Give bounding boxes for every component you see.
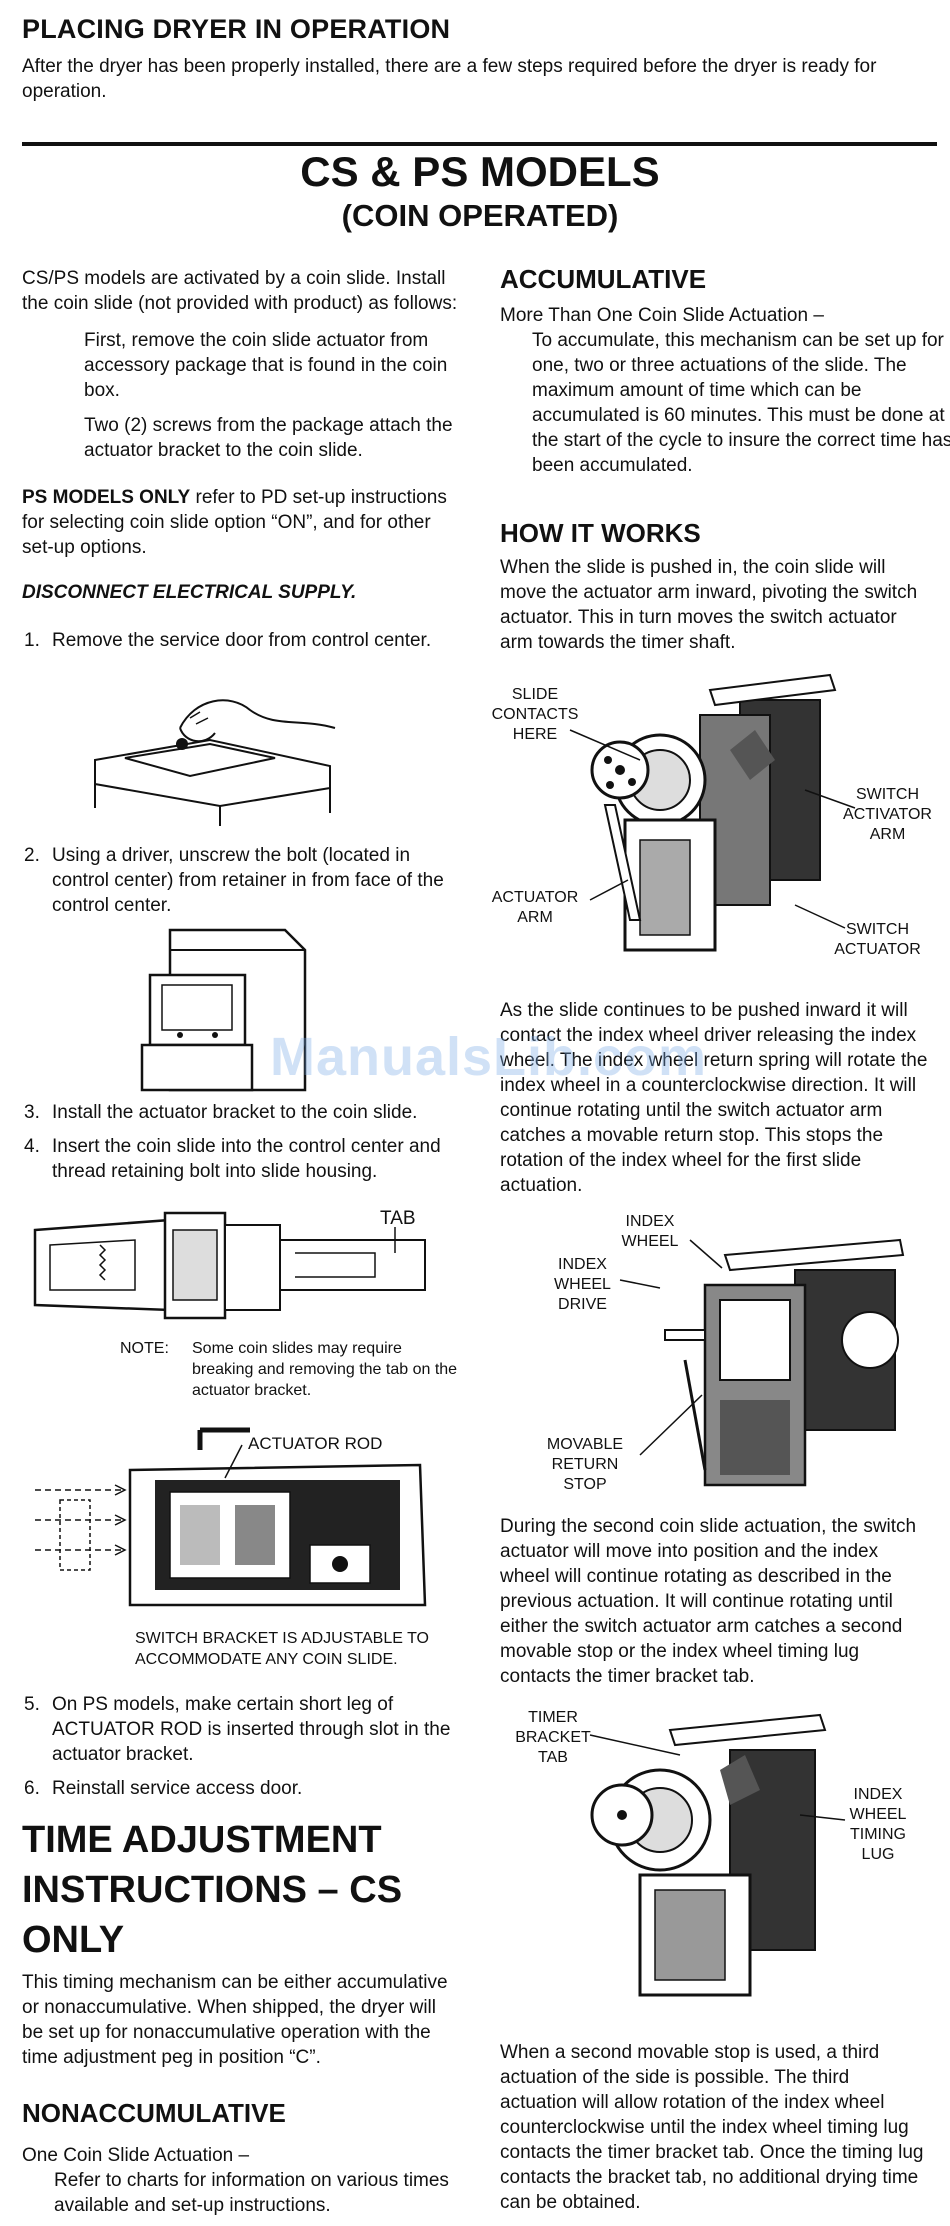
switch-activator-arm-label: SWITCH ACTIVATOR ARM <box>843 786 932 843</box>
step-4: 4. Insert the coin slide into the control… <box>22 1134 462 1184</box>
timer-mechanism-figure-1 <box>590 673 837 952</box>
step-number: 2. <box>24 845 40 866</box>
note-text: Some coin slides may require breaking an… <box>192 1340 458 1399</box>
page-heading: PLACING DRYER IN OPERATION <box>22 14 451 44</box>
steps-3: 3. Install the actuator bracket to the co… <box>22 1100 462 1184</box>
step-text: Install the actuator bracket to the coin… <box>52 1102 418 1123</box>
ps-models-rest: refer to PD set-up instructions for sele… <box>22 487 447 558</box>
nonaccumulative-title: NONACCUMULATIVE <box>22 2098 286 2128</box>
switch-bracket-label: SWITCH BRACKET IS ADJUSTABLE TO ACCOMMOD… <box>135 1630 429 1668</box>
note-label: NOTE: <box>120 1340 169 1357</box>
accumulative-text: To accumulate, this mechanism can be set… <box>532 330 950 476</box>
step-number: 6. <box>24 1778 40 1799</box>
timer-mechanism-figure-3 <box>590 1713 827 1997</box>
time-adjustment-text: This timing mechanism can be either accu… <box>22 1972 448 2068</box>
step-3: 3. Install the actuator bracket to the co… <box>22 1100 462 1125</box>
control-center-figure <box>140 928 307 1092</box>
ps-models-note: PS MODELS ONLY refer to PD set-up instru… <box>22 485 462 560</box>
timer-bracket-tab-label: TIMER BRACKET TAB <box>515 1709 591 1766</box>
section-title: CS & PS MODELS <box>300 148 660 195</box>
accumulative-subtitle: More Than One Coin Slide Actuation – <box>500 305 824 326</box>
step-text: On PS models, make certain short leg of … <box>52 1694 451 1765</box>
ps-models-bold: PS MODELS ONLY <box>22 487 191 508</box>
timer-mechanism-figure-2 <box>664 1238 905 1487</box>
step-number: 1. <box>24 630 40 651</box>
how-it-works-title: HOW IT WORKS <box>500 518 701 548</box>
step-6: 6. Reinstall service access door. <box>22 1776 462 1801</box>
accumulative-title: ACCUMULATIVE <box>500 264 707 294</box>
step-text: Insert the coin slide into the control c… <box>52 1136 441 1182</box>
time-adjustment-title: TIME ADJUSTMENT INSTRUCTIONS – CS ONLY <box>22 1819 403 1961</box>
tab-label: TAB <box>380 1208 416 1229</box>
coin-slide-intro: CS/PS models are activated by a coin sli… <box>22 268 458 314</box>
movable-return-stop-label: MOVABLE RETURN STOP <box>546 1436 624 1493</box>
steps-2: 2. Using a driver, unscrew the bolt (loca… <box>22 843 462 918</box>
nonaccumulative-text: Refer to charts for information on vario… <box>54 2170 449 2216</box>
watermark: ManualsLib.com <box>270 1027 708 1087</box>
remove-actuator-text: First, remove the coin slide actuator fr… <box>84 330 448 401</box>
step-number: 5. <box>24 1694 40 1715</box>
switch-actuator-label: SWITCH ACTUATOR <box>834 921 921 958</box>
step-number: 4. <box>24 1136 40 1157</box>
service-door-figure <box>94 699 336 826</box>
actuator-rod-label: ACTUATOR ROD <box>248 1434 383 1453</box>
steps-1: 1. Remove the service door from control c… <box>22 628 462 653</box>
step-number: 3. <box>24 1102 40 1123</box>
third-actuation-text: When a second movable stop is used, a th… <box>500 2042 924 2213</box>
how-it-works-text: When the slide is pushed in, the coin sl… <box>500 557 918 653</box>
second-actuation-text: During the second coin slide actuation, … <box>500 1516 917 1687</box>
slide-continues-text: As the slide continues to be pushed inwa… <box>500 1000 928 1196</box>
nonaccumulative-subtitle: One Coin Slide Actuation – <box>22 2145 250 2166</box>
intro-paragraph: After the dryer has been properly instal… <box>22 56 877 102</box>
step-text: Remove the service door from control cen… <box>52 630 432 651</box>
coin-slide-figure <box>33 1211 426 1320</box>
left-intro-block: CS/PS models are activated by a coin sli… <box>22 266 462 604</box>
index-wheel-drive-label: INDEX WHEEL DRIVE <box>554 1256 611 1313</box>
actuator-arm-label: ACTUATOR ARM <box>491 889 579 926</box>
screws-text: Two (2) screws from the package attach t… <box>84 415 453 461</box>
step-2: 2. Using a driver, unscrew the bolt (loca… <box>22 843 462 918</box>
steps-4: 5. On PS models, make certain short leg o… <box>22 1692 462 1801</box>
section-subtitle: (COIN OPERATED) <box>341 198 619 233</box>
step-text: Reinstall service access door. <box>52 1778 303 1799</box>
actuator-rod-figure <box>35 1427 427 1607</box>
step-1: 1. Remove the service door from control c… <box>22 628 462 653</box>
index-wheel-timing-lug-label: INDEX WHEEL TIMING LUG <box>849 1786 907 1863</box>
step-text: Using a driver, unscrew the bolt (locate… <box>52 845 444 916</box>
step-5: 5. On PS models, make certain short leg o… <box>22 1692 462 1767</box>
slide-contacts-label: SLIDE CONTACTS HERE <box>491 686 579 743</box>
index-wheel-label: INDEX WHEEL <box>621 1213 679 1250</box>
disconnect-warning: DISCONNECT ELECTRICAL SUPPLY. <box>22 582 357 603</box>
section-divider <box>22 142 937 146</box>
